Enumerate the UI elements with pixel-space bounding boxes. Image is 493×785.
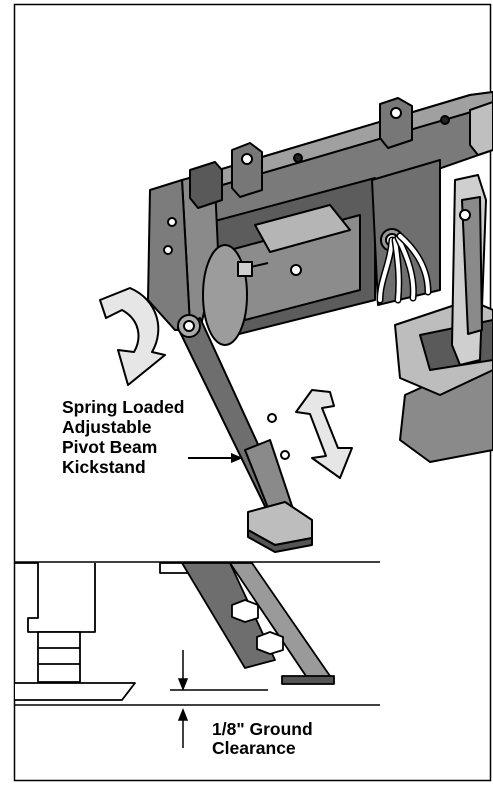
kickstand-callout: Spring Loaded Adjustable Pivot Beam Kick… [62, 397, 185, 477]
tab-hole-1 [241, 153, 253, 165]
upper-tab-2 [379, 97, 413, 149]
kickstand-bolt-2 [280, 450, 290, 460]
post-block [37, 631, 81, 683]
upper-tab-1 [231, 142, 263, 198]
kickstand-callout-line-1: Spring Loaded [62, 397, 185, 417]
channel-hole [290, 264, 302, 276]
kickstand-callout-line-4: Kickstand [62, 457, 146, 477]
clearance-arrows [177, 650, 189, 748]
double-headed-adjust-arrow-icon [295, 389, 353, 479]
kickstand-leg [177, 314, 313, 553]
beam-hole-1 [293, 153, 303, 163]
beam-hole-2 [440, 115, 450, 125]
kickstand-foot-edge [247, 529, 313, 553]
hex-bolt-1 [231, 599, 259, 623]
side-hole-2 [163, 245, 173, 255]
tab-hole-2 [390, 107, 402, 119]
bolt-head [469, 101, 493, 156]
side-hole-1 [167, 217, 177, 227]
side-cap [189, 161, 223, 209]
clearance-callout-line-2: Clearance [212, 738, 296, 758]
frame-assembly [147, 91, 493, 463]
hex-bolt-2 [256, 631, 284, 655]
kickstand-callout-line-2: Adjustable [62, 417, 152, 437]
leader-arrow-icon [188, 453, 243, 463]
clearance-callout: 1/8" Ground Clearance [212, 720, 313, 758]
tower-plate-inner [461, 196, 483, 335]
tower-hole [459, 209, 471, 221]
down-arrow-icon [177, 678, 189, 692]
side-foot [281, 675, 335, 685]
hoses [376, 232, 432, 304]
side-outer-tube [181, 562, 276, 669]
spring-housing [202, 244, 248, 346]
curved-rotate-arrow-icon [99, 287, 166, 386]
frame-outline [15, 562, 96, 633]
clearance-callout-line-1: 1/8" Ground [212, 719, 313, 739]
kickstand-bolt-1 [267, 413, 277, 423]
spring-nut [237, 261, 253, 277]
base-plate [15, 682, 136, 701]
kickstand-pivot-bolt [183, 320, 195, 332]
channel-shelf [254, 204, 351, 253]
up-arrow-icon [177, 707, 189, 721]
clearance-detail [15, 562, 380, 706]
kickstand-callout-line-3: Pivot Beam [62, 437, 158, 457]
